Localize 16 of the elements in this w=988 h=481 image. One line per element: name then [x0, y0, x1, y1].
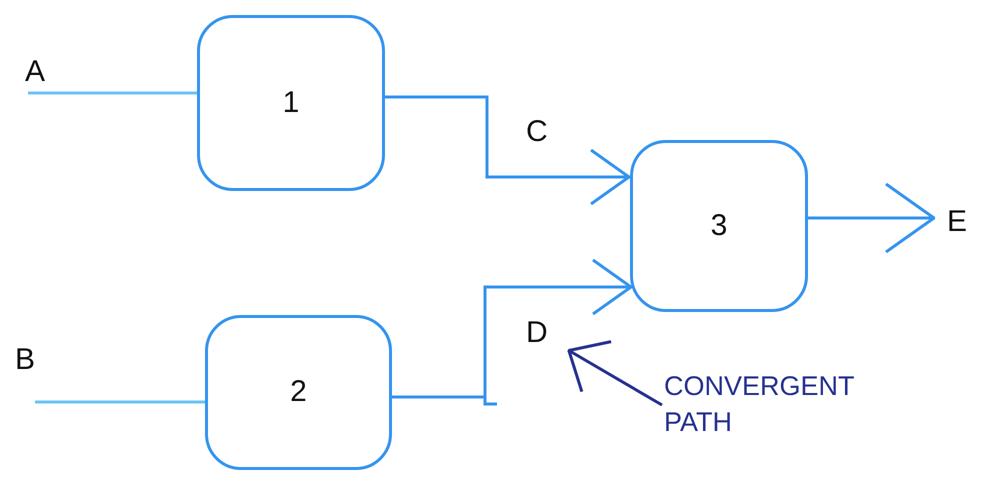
- connector-line: [35, 400, 205, 404]
- process-box: [197, 15, 385, 191]
- arrow: [808, 182, 936, 254]
- process-box: [205, 315, 392, 470]
- box-label: 3: [710, 208, 728, 244]
- leader-line: [567, 340, 663, 406]
- box-label: 2: [290, 374, 307, 410]
- box-label: 1: [282, 84, 300, 121]
- signal-label: E: [946, 204, 967, 240]
- callout-text: CONVERGENT PATH: [664, 370, 856, 440]
- arrow: [385, 96, 630, 206]
- signal-label: B: [14, 342, 35, 378]
- arrow: [392, 258, 632, 398]
- process-box: [630, 140, 808, 312]
- connector-line: [28, 92, 197, 94]
- signal-label: A: [24, 54, 45, 90]
